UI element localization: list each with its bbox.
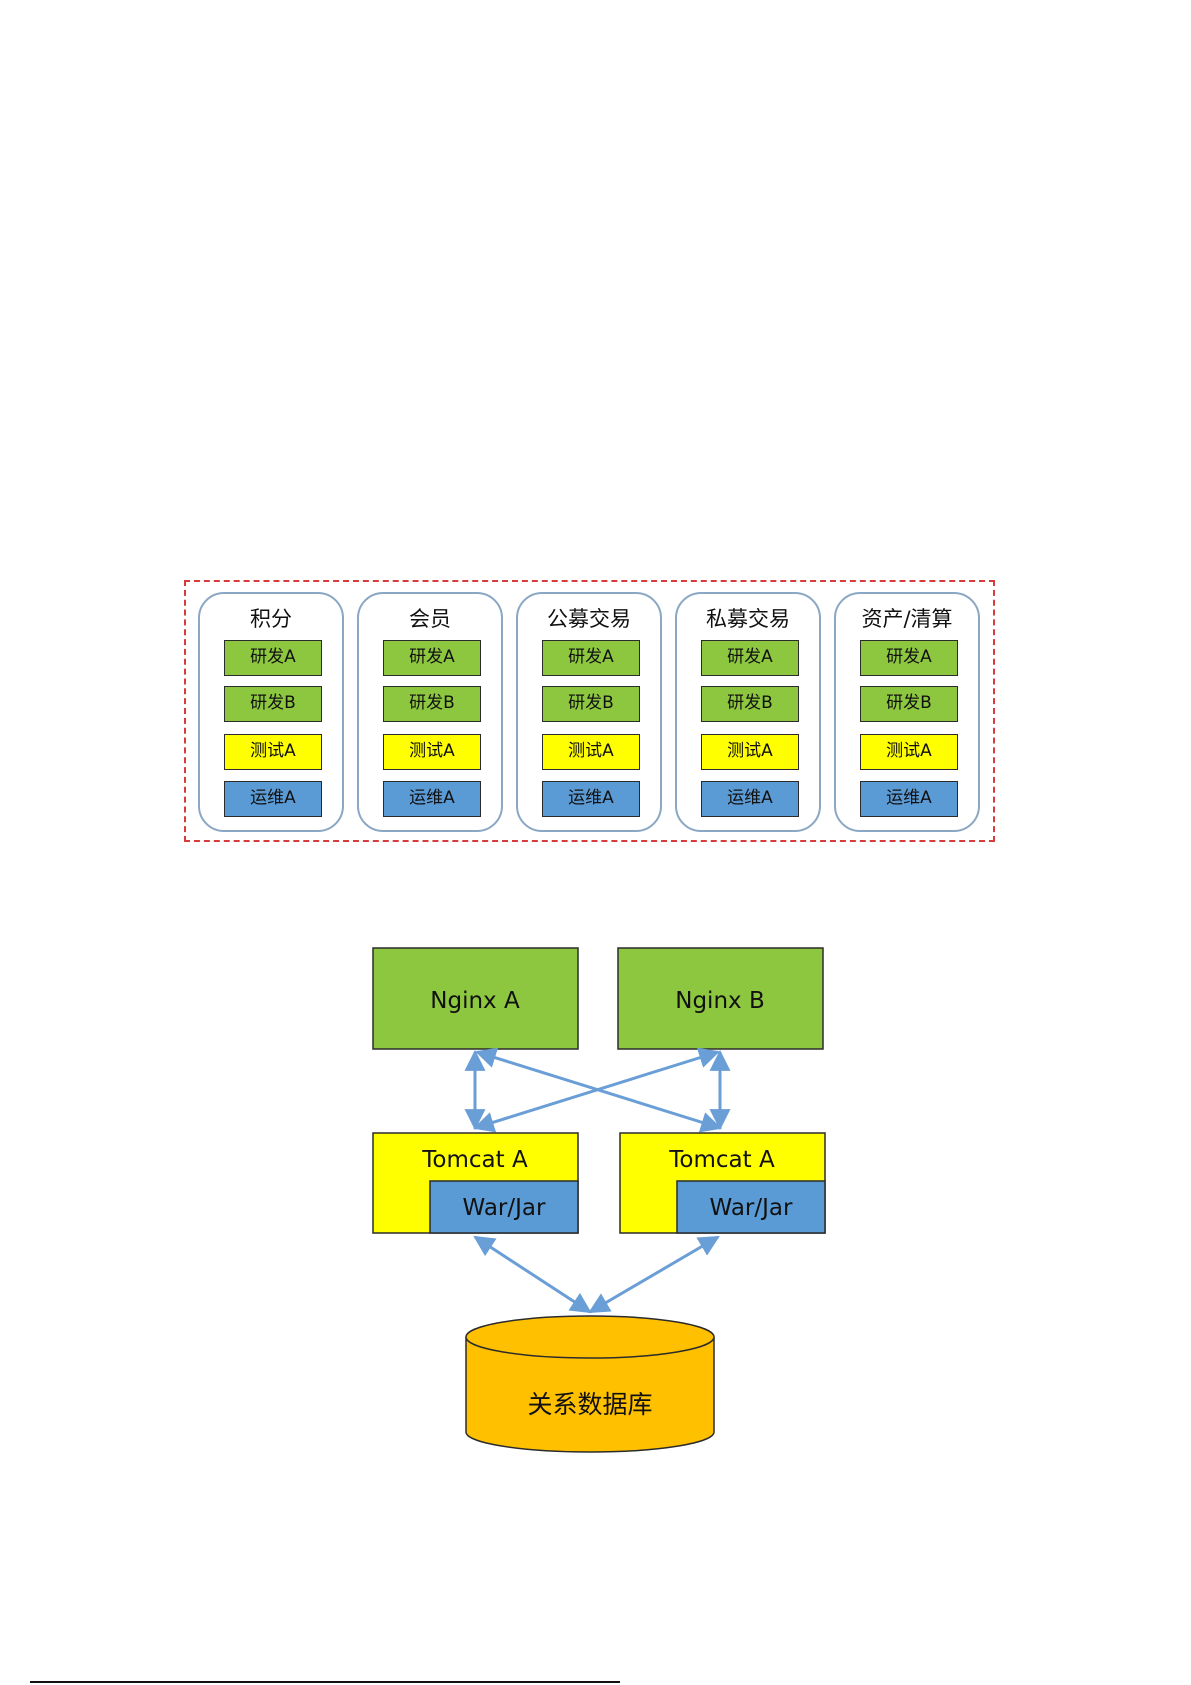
nginx-a-label: Nginx A [430, 988, 520, 1014]
artifact-b-label: War/Jar [710, 1195, 793, 1221]
artifact-a-label: War/Jar [463, 1195, 546, 1221]
footer-divider [30, 1681, 620, 1683]
tomcat-a-label: Tomcat A [421, 1147, 528, 1173]
tomcat-b-label: Tomcat A [668, 1147, 775, 1173]
database-label: 关系数据库 [527, 1390, 652, 1419]
nginx-b-label: Nginx B [675, 988, 764, 1014]
database-cylinder [466, 1316, 714, 1452]
arrow-tomcat-a-db [475, 1237, 590, 1312]
arrow-tomcat-b-db [590, 1237, 718, 1312]
